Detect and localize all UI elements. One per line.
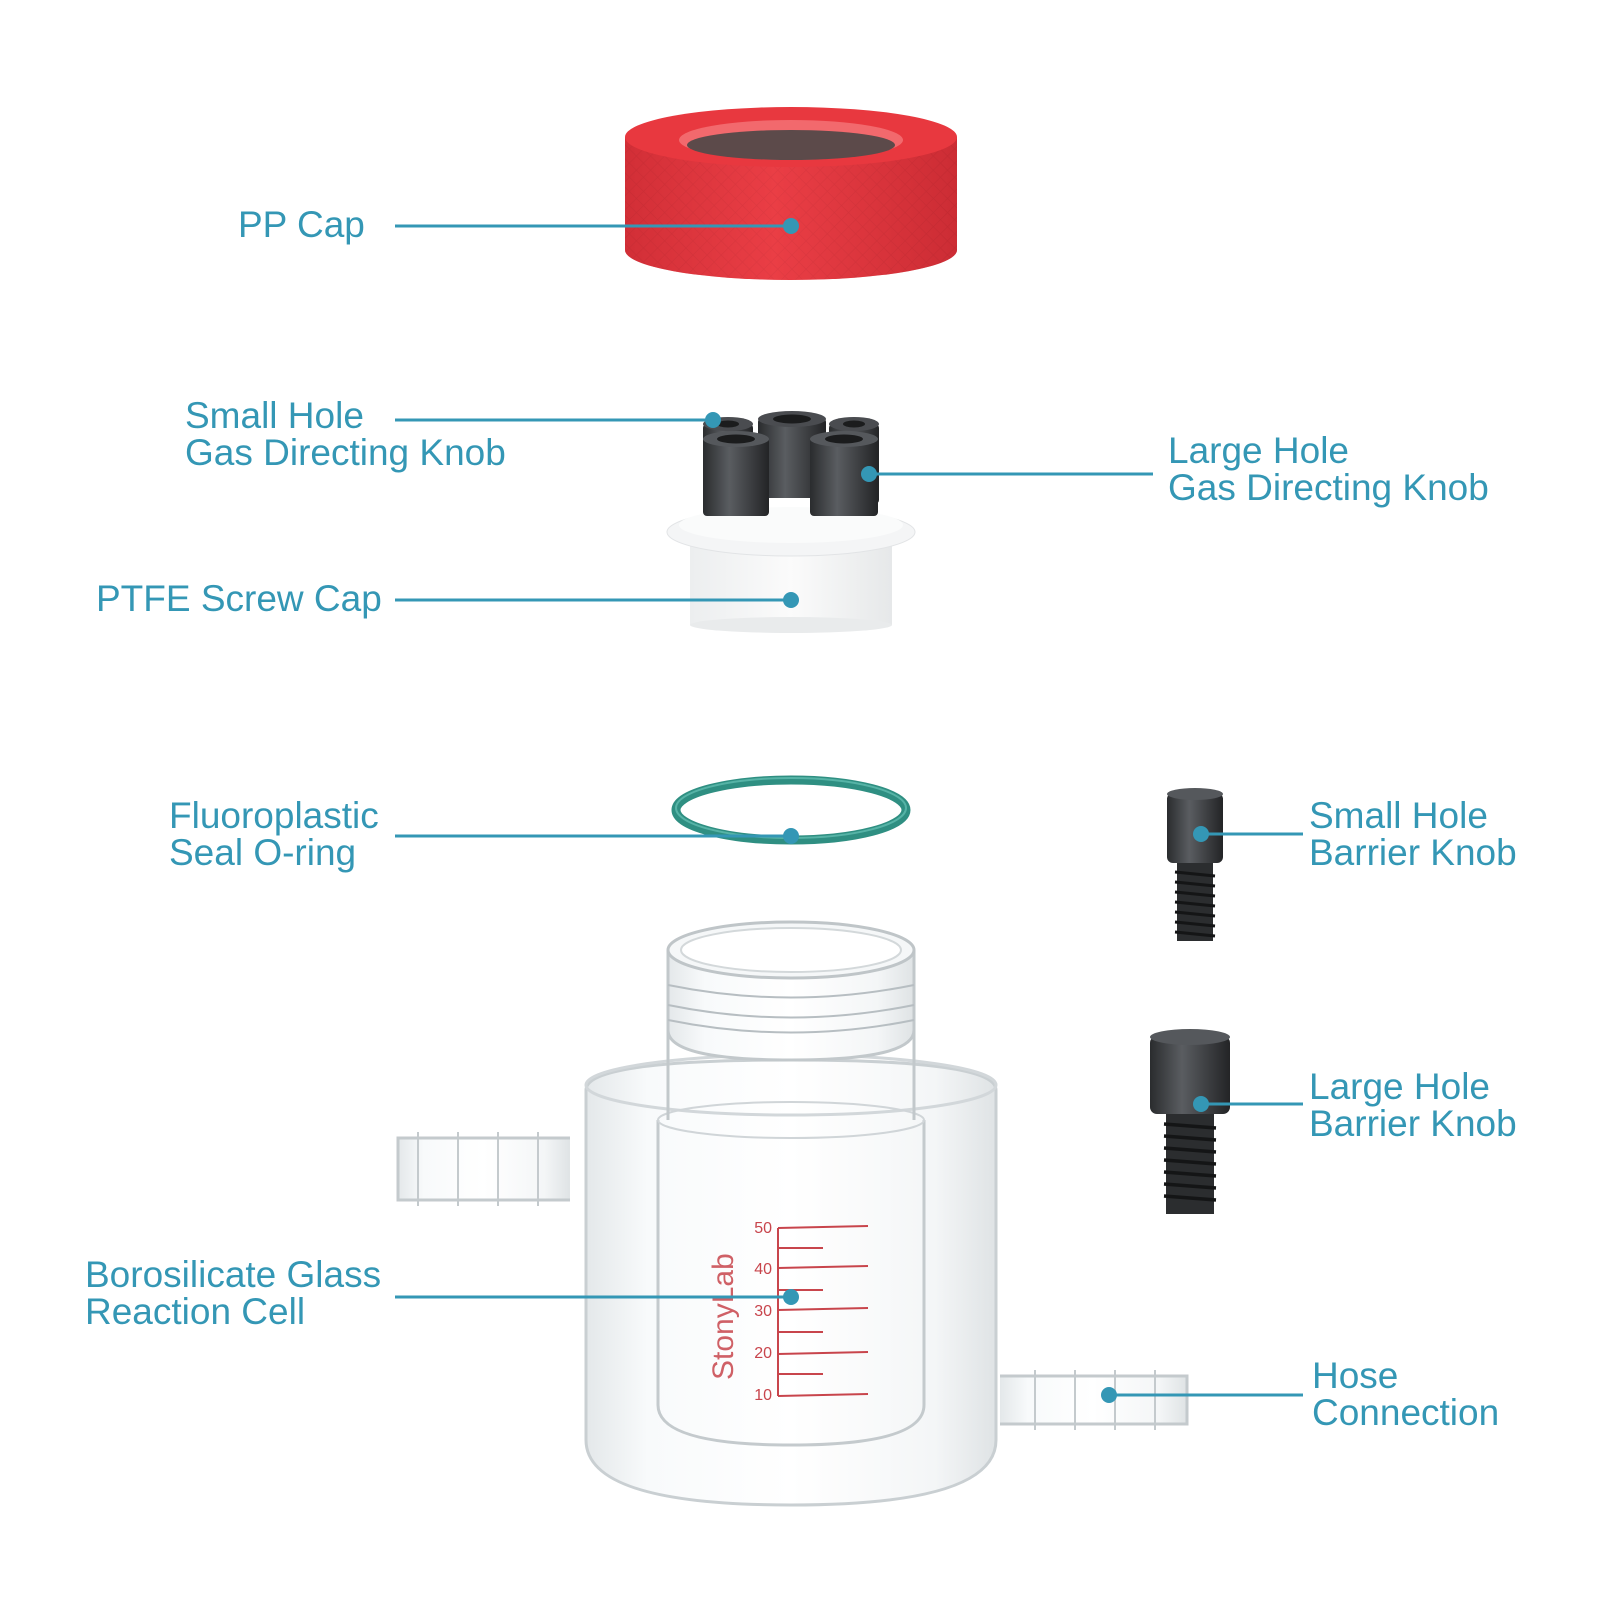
graduation-label: 10 <box>754 1387 772 1404</box>
label-ptfe-screw-cap: PTFE Screw Cap <box>96 580 382 617</box>
callout-dot-small-barrier-knob <box>1193 826 1209 842</box>
graduation-label: 50 <box>754 1220 772 1237</box>
label-small-hole-barrier-knob: Small Hole Barrier Knob <box>1309 797 1517 871</box>
graduation-label: 40 <box>754 1261 772 1278</box>
label-line: Gas Directing Knob <box>185 432 506 473</box>
callout-dot-small-gas-knob <box>705 412 721 428</box>
callouts <box>395 218 1303 1403</box>
label-small-hole-gas-directing-knob: Small Hole Gas Directing Knob <box>185 397 506 471</box>
label-large-hole-barrier-knob: Large Hole Barrier Knob <box>1309 1068 1517 1142</box>
graduation-scale <box>777 1225 869 1397</box>
large-hole-barrier-knob <box>1150 1029 1230 1214</box>
small-hole-barrier-knob <box>1167 788 1223 941</box>
brand-text: StonyLab <box>707 1253 740 1380</box>
label-line: Seal O-ring <box>169 832 357 873</box>
label-line: Large Hole <box>1309 1066 1491 1107</box>
label-large-hole-gas-directing-knob: Large Hole Gas Directing Knob <box>1168 432 1489 506</box>
label-fluoroplastic-seal-oring: Fluoroplastic Seal O-ring <box>169 797 379 871</box>
label-line: Barrier Knob <box>1309 1103 1517 1144</box>
label-line: Hose <box>1312 1355 1399 1396</box>
label-line: Fluoroplastic <box>169 795 379 836</box>
label-pp-cap: PP Cap <box>238 206 365 243</box>
label-line: PTFE Screw Cap <box>96 578 382 619</box>
graduation-label: 30 <box>754 1303 772 1320</box>
label-line: Small Hole <box>185 395 364 436</box>
callout-dot-large-barrier-knob <box>1193 1096 1209 1112</box>
label-borosilicate-glass-reaction-cell: Borosilicate Glass Reaction Cell <box>85 1256 381 1330</box>
label-line: Connection <box>1312 1392 1500 1433</box>
callout-dot-pp-cap <box>783 218 799 234</box>
label-line: Gas Directing Knob <box>1168 467 1489 508</box>
callout-dot-hose-connection <box>1101 1387 1117 1403</box>
large-hole-gas-knob <box>703 411 878 516</box>
ptfe-screw-cap <box>666 507 916 633</box>
label-line: Borosilicate Glass <box>85 1254 382 1295</box>
callout-dot-reaction-cell <box>783 1289 799 1305</box>
callout-dot-large-gas-knob <box>861 466 877 482</box>
pp-cap <box>625 107 957 280</box>
label-line: PP Cap <box>238 204 365 245</box>
reaction-cell: 50 40 30 20 10 StonyLab <box>396 920 1189 1507</box>
label-line: Small Hole <box>1309 795 1488 836</box>
label-line: Barrier Knob <box>1309 832 1517 873</box>
label-line: Large Hole <box>1168 430 1350 471</box>
callout-dot-ptfe-cap <box>783 592 799 608</box>
label-hose-connection: Hose Connection <box>1312 1357 1499 1431</box>
graduation-label: 20 <box>754 1345 772 1362</box>
label-line: Reaction Cell <box>85 1291 306 1332</box>
callout-dot-oring <box>783 828 799 844</box>
